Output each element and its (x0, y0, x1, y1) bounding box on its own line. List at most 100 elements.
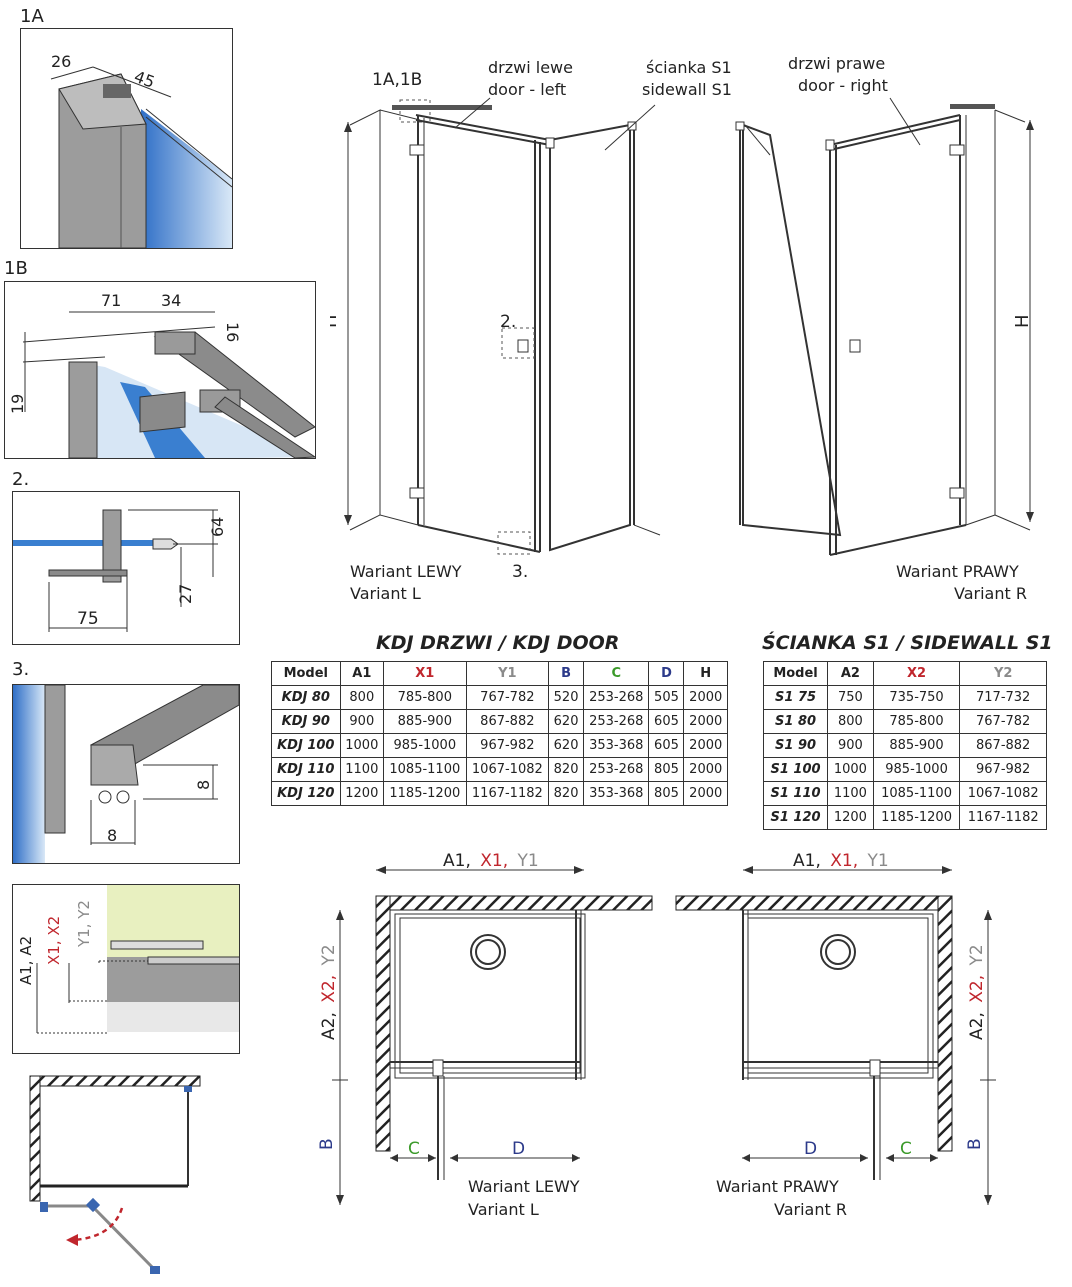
plan-variant-right-pl: Wariant PRAWY (716, 1177, 839, 1196)
table-cell: S1 110 (762, 781, 829, 806)
table-cell: 1085-1100 (383, 757, 467, 782)
plan-left-c: C (408, 1139, 420, 1159)
table-cell: KDJ 110 (271, 757, 341, 782)
table-cell: 1185-1200 (383, 781, 467, 806)
table-cell: 520 (548, 685, 585, 710)
dim-27: 27 (176, 584, 195, 604)
table-cell: 353-368 (583, 733, 650, 758)
door-right-label-pl: drzwi prawe (788, 54, 886, 73)
variant-left-pl: Wariant LEWY (350, 562, 462, 581)
detail-3-drawing: 8 8 (13, 685, 239, 863)
table-cell: S1 100 (762, 757, 829, 782)
header-c: C (583, 661, 650, 686)
elevation-drawings: H H (330, 97, 1034, 556)
table-cell: 867-882 (959, 733, 1047, 758)
table-cell: 820 (548, 781, 585, 806)
detail-2-drawing: 64 27 75 (13, 509, 227, 632)
header-a1: A1 (339, 661, 385, 686)
panel-1b-title: 1B (4, 258, 28, 279)
plan-variant-right-en: Variant R (774, 1200, 847, 1219)
table-cell: 1067-1082 (465, 757, 550, 782)
detail-1a-panel: 26 45 (20, 28, 233, 249)
plan-right-variant (675, 866, 996, 1205)
plan-variant-left-en: Variant L (468, 1200, 539, 1219)
plan-left-side-x: X2, (319, 975, 339, 1003)
plan-left-side-a: A2, (319, 1012, 339, 1040)
plan-views: A1, X1, Y1 A1, X1, Y1 A2, X2, Y2 A2, X2,… (318, 851, 996, 1205)
variant-right-en: Variant R (954, 584, 1027, 603)
detail-2-panel: 64 27 75 (12, 491, 240, 645)
elevation-right-variant (735, 97, 1034, 556)
plan-right-top-x: X1, (830, 851, 858, 871)
table-cell: 353-368 (583, 781, 650, 806)
table-cell: 1185-1200 (872, 805, 961, 830)
plan-right-b: B (965, 1138, 985, 1150)
table-cell: 900 (827, 733, 874, 758)
table-cell: 2000 (683, 685, 728, 710)
header-b: B (548, 661, 585, 686)
plan-left-top-a: A1, (443, 851, 471, 871)
door-table-title: KDJ DRZWI / KDJ DOOR (376, 632, 620, 654)
plan-right-d: D (804, 1139, 817, 1159)
panel-1a-title: 1A (20, 6, 44, 27)
door-left-label-pl: drzwi lewe (488, 58, 573, 77)
panel-3-title: 3. (12, 659, 30, 680)
table-cell: 800 (827, 709, 874, 734)
plan-left-d: D (512, 1139, 525, 1159)
callout-1a-1b: 1A,1B (372, 70, 423, 90)
table-cell: 750 (827, 685, 874, 710)
variant-left-en: Variant L (350, 584, 421, 603)
table-cell: 1167-1182 (465, 781, 550, 806)
svg-text:A2, X2, Y2: A2, X2, Y2 (319, 944, 339, 1040)
height-label-right: H (1012, 314, 1033, 328)
table-cell: 800 (339, 685, 385, 710)
callout-2: 2. (500, 312, 517, 332)
dim-19: 19 (8, 394, 27, 414)
table-cell: 1200 (339, 781, 385, 806)
table-cell: 805 (648, 781, 685, 806)
table-cell: 620 (548, 709, 585, 734)
table-cell: 767-782 (959, 709, 1047, 734)
dim-16: 16 (223, 322, 242, 342)
detail-1b-drawing: 71 34 16 19 (8, 291, 315, 458)
door-right-label-en: door - right (798, 76, 888, 95)
table-cell: 1067-1082 (959, 781, 1047, 806)
plan-right-top-y: Y1 (867, 851, 889, 871)
table-cell: 2000 (683, 757, 728, 782)
table-cell: 967-982 (959, 757, 1047, 782)
plan-variant-left-pl: Wariant LEWY (468, 1177, 580, 1196)
detail-xy-section-panel: A1, A2 X1, X2 Y1, Y2 (12, 884, 240, 1054)
table-cell: 1000 (339, 733, 385, 758)
plan-right-c: C (900, 1139, 912, 1159)
table-cell: 717-732 (959, 685, 1047, 710)
table-cell: 253-268 (583, 757, 650, 782)
dim-34: 34 (161, 291, 181, 310)
header-model: Model (271, 661, 341, 686)
plan-right-side-y: Y2 (967, 944, 987, 966)
sidewall-label-pl: ścianka S1 (646, 58, 732, 77)
table-cell: 820 (548, 757, 585, 782)
sidewall-table-title: ŚCIANKA S1 / SIDEWALL S1 (762, 632, 1053, 654)
table-cell: KDJ 100 (271, 733, 341, 758)
table-cell: 620 (548, 733, 585, 758)
header-x1: X1 (383, 661, 467, 686)
svg-text:A1, X1, Y1: A1, X1, Y1 (443, 851, 539, 871)
door-swing-plan (29, 1075, 201, 1274)
plan-left-top-y: Y1 (517, 851, 539, 871)
plan-right-side-x: X2, (967, 975, 987, 1003)
sidewall-label-en: sidewall S1 (642, 80, 732, 99)
table-cell: 1000 (827, 757, 874, 782)
plan-right-side-a: A2, (967, 1012, 987, 1040)
dim-45: 45 (132, 67, 158, 92)
detail-3-panel: 8 8 (12, 684, 240, 864)
table-cell: 2000 (683, 709, 728, 734)
table-cell: 253-268 (583, 685, 650, 710)
